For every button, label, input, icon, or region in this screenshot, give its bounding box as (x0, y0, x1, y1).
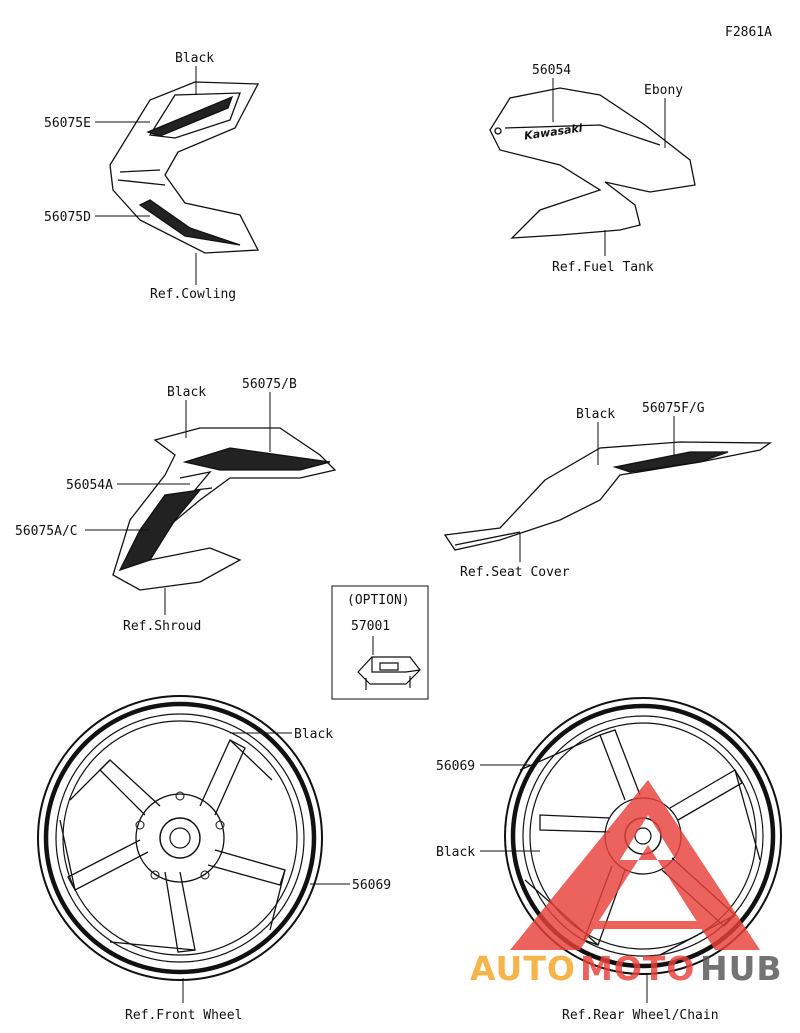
label-ref-front-wheel: Ref.Front Wheel (125, 1008, 242, 1023)
option-box (331, 585, 429, 700)
tank-logo: Kawasaki (523, 121, 583, 142)
label-56075E: 56075E (44, 116, 91, 131)
label-ref-cowling: Ref.Cowling (150, 287, 236, 302)
label-ref-fuel-tank: Ref.Fuel Tank (552, 260, 654, 275)
label-ref-shroud: Ref.Shroud (123, 619, 201, 634)
cowling-upper-stripe (146, 95, 234, 137)
label-56075D: 56075D (44, 210, 91, 225)
figure-id: F2861A (725, 25, 772, 40)
front-wheel-drawing (37, 695, 323, 981)
label-ref-seat-cover: Ref.Seat Cover (460, 565, 570, 580)
watermark-auto: AUTO (470, 949, 576, 988)
fuel-tank-drawing (489, 87, 696, 239)
seat-stripe (612, 451, 729, 473)
label-56075B: 56075/B (242, 377, 297, 392)
shroud-upper-stripe (182, 447, 331, 471)
label-front-black: Black (294, 727, 333, 742)
label-front-56069: 56069 (352, 878, 391, 893)
label-cowling-black: Black (175, 51, 214, 66)
label-rear-black: Black (436, 845, 475, 860)
automotohub-watermark: AUTO MOTO HUB (470, 780, 783, 988)
cowling-drawing (109, 81, 260, 254)
label-rear-56069: 56069 (436, 759, 475, 774)
watermark-moto: MOTO (580, 949, 695, 988)
label-shroud-black: Black (167, 385, 206, 400)
seat-cover-drawing (443, 441, 773, 551)
cowling-lower-stripe (138, 199, 241, 246)
label-option: (OPTION) (347, 593, 410, 608)
label-seat-black: Black (576, 407, 615, 422)
shroud-drawing (112, 427, 337, 591)
label-56075AC: 56075A/C (15, 524, 78, 539)
label-ebony: Ebony (644, 83, 683, 98)
label-56054: 56054 (532, 63, 571, 78)
label-57001: 57001 (351, 619, 390, 634)
watermark-triangle-logo (510, 780, 760, 950)
label-56075FG: 56075F/G (642, 401, 705, 416)
clip-57001-drawing (357, 656, 421, 690)
label-ref-rear-wheel: Ref.Rear Wheel/Chain (562, 1008, 719, 1023)
watermark-hub: HUB (700, 949, 783, 988)
label-56054A: 56054A (66, 478, 113, 493)
